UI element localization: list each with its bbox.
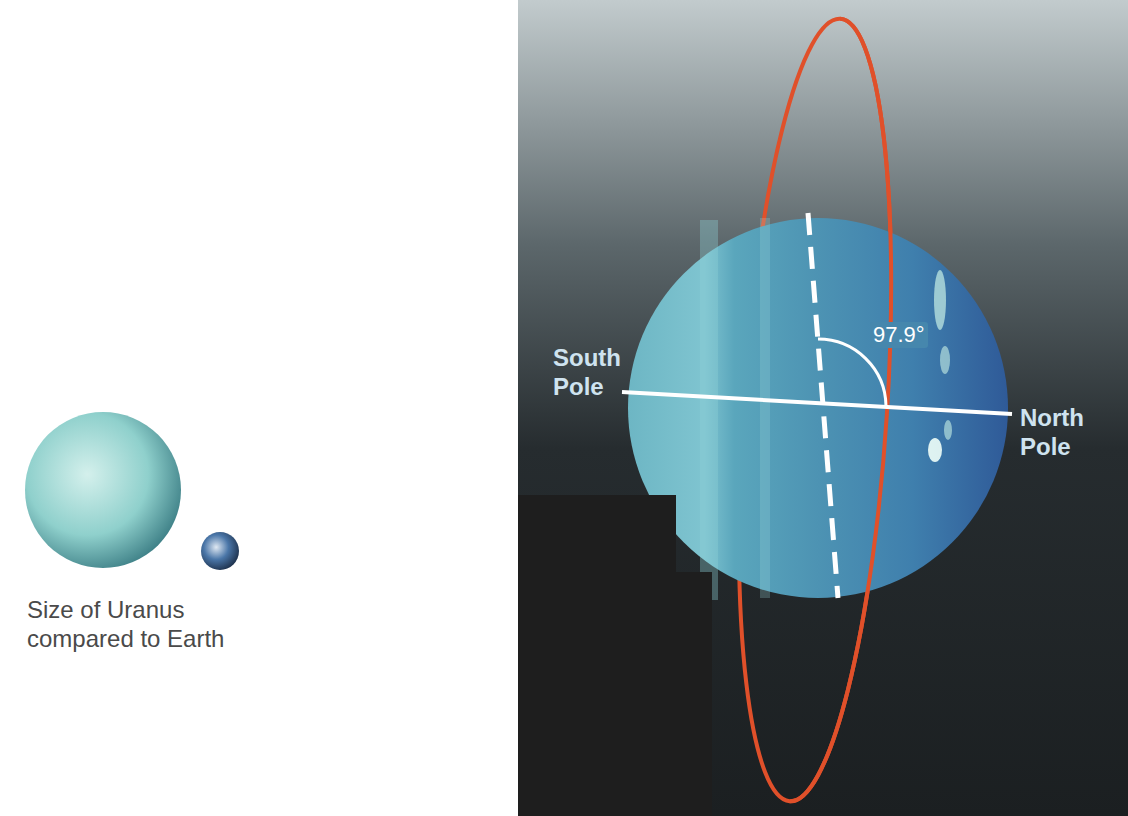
cloud-spot [944, 420, 952, 440]
cloud-spot [928, 438, 942, 462]
earth [201, 532, 239, 570]
cloud-band [700, 220, 718, 600]
cloud-spot [934, 270, 946, 330]
caption-label: Size of Uranus compared to Earth [27, 596, 267, 654]
uranus-planet [628, 218, 1008, 598]
ring-front [718, 14, 912, 806]
small-uranus [25, 412, 181, 568]
cloud-spot [940, 346, 950, 374]
angle-arc [818, 339, 886, 406]
cloud-band [760, 218, 770, 598]
space-background [518, 0, 1128, 816]
rotation-axis [622, 392, 1012, 414]
angle-label: 97.9° [870, 322, 928, 348]
pole-label: North Pole [1020, 404, 1110, 462]
redaction-block [518, 495, 712, 816]
pole-label: South Pole [553, 344, 633, 402]
